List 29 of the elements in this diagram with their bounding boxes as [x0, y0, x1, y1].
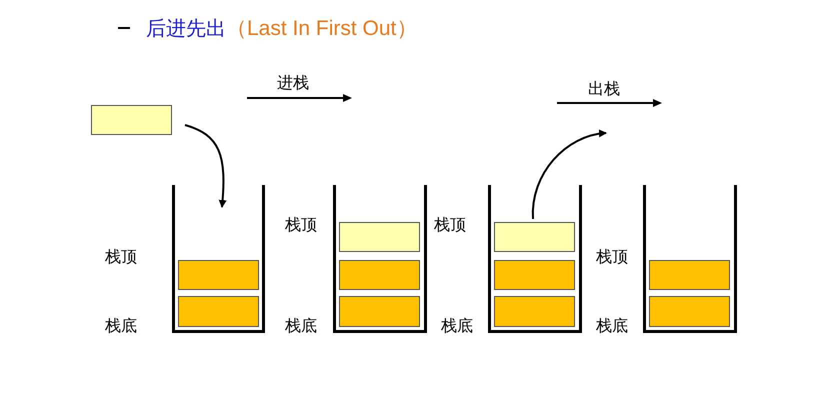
- stack-item: [494, 260, 575, 290]
- stack-pointer-label: 栈顶: [285, 215, 317, 236]
- stack-container: [333, 185, 427, 333]
- subtitle: （Last In First Out）: [226, 16, 418, 42]
- operation-label: 出栈: [588, 79, 620, 100]
- stack-pointer-label: 栈顶: [596, 247, 628, 268]
- stack-container: [643, 185, 737, 333]
- stack-pointer-label: 栈顶: [105, 247, 137, 268]
- curved-arrow: [532, 130, 607, 219]
- stack-item: [339, 222, 420, 252]
- operation-label: 进栈: [277, 73, 309, 94]
- curved-arrow: [184, 124, 227, 208]
- stack-item: [649, 260, 730, 290]
- stack-item: [649, 296, 730, 327]
- stack-item: [178, 260, 259, 290]
- stack-item: [339, 260, 420, 290]
- stack-pointer-label: 栈底: [105, 316, 137, 337]
- stack-item: [339, 296, 420, 327]
- stack-pointer-label: 栈底: [441, 316, 473, 337]
- stack-item: [494, 222, 575, 252]
- stack-container: [172, 185, 265, 333]
- stack-item: [494, 296, 575, 327]
- stack-pointer-label: 栈顶: [434, 215, 466, 236]
- title: 后进先出: [146, 14, 226, 42]
- stack-pointer-label: 栈底: [285, 316, 317, 337]
- stack-container: [488, 185, 582, 333]
- stack-item: [91, 105, 172, 135]
- stack-pointer-label: 栈底: [596, 316, 628, 337]
- stack-item: [178, 296, 259, 327]
